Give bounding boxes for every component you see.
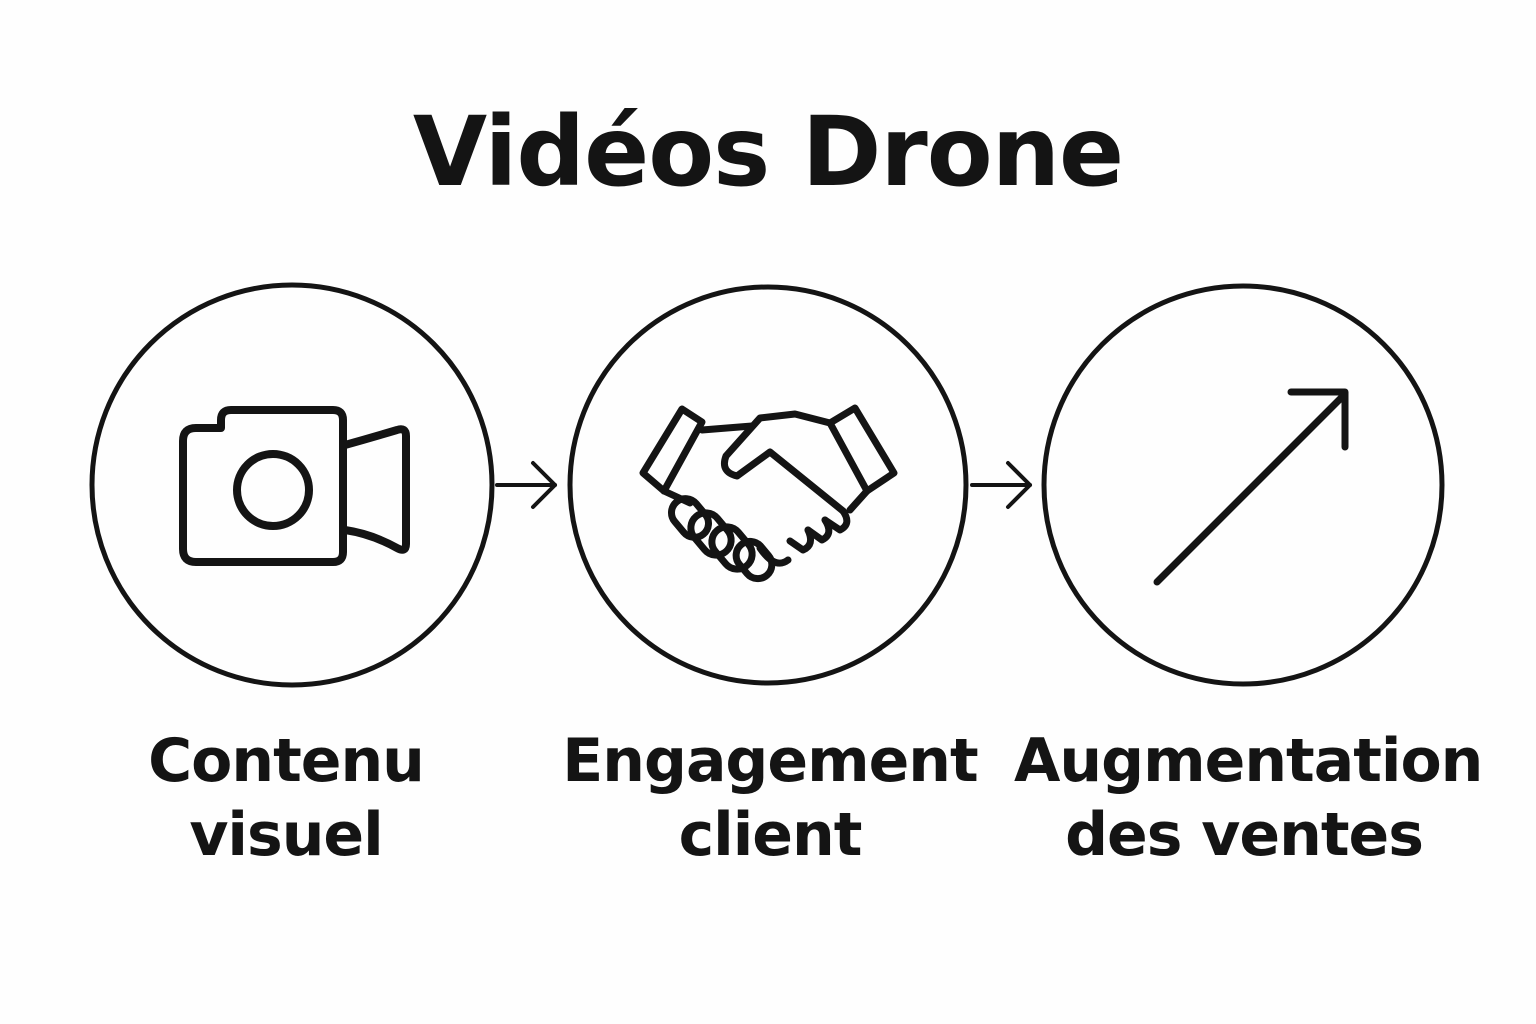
step-3-label-line-1: Augmentation — [1014, 726, 1483, 796]
flow-arrow-2 — [970, 461, 1032, 509]
step-1-node — [89, 282, 495, 688]
step-1-label-line-1: Contenu — [148, 726, 425, 796]
video-camera-icon — [179, 406, 410, 566]
step-3-node — [1041, 283, 1445, 687]
step-3-label: Augmentation des ventes — [1014, 724, 1483, 872]
diagram-title: Vidéos Drone — [412, 96, 1124, 208]
step-2-label-line-1: Engagement — [562, 726, 978, 796]
handshake-icon — [639, 404, 898, 583]
step-2-label-line-2: client — [678, 800, 863, 870]
step-1-label: Contenu visuel — [56, 724, 516, 872]
step-2-circle — [567, 284, 969, 686]
arrow-up-right-icon — [1153, 388, 1349, 586]
step-1-circle — [89, 282, 495, 688]
step-2-label: Engagement client — [540, 724, 1000, 872]
step-3-circle — [1041, 283, 1445, 687]
flow-arrow-1 — [495, 461, 557, 509]
step-1-label-line-2: visuel — [189, 800, 383, 870]
step-3-label-line-2: des ventes — [1065, 800, 1424, 870]
step-2-node — [567, 284, 969, 686]
